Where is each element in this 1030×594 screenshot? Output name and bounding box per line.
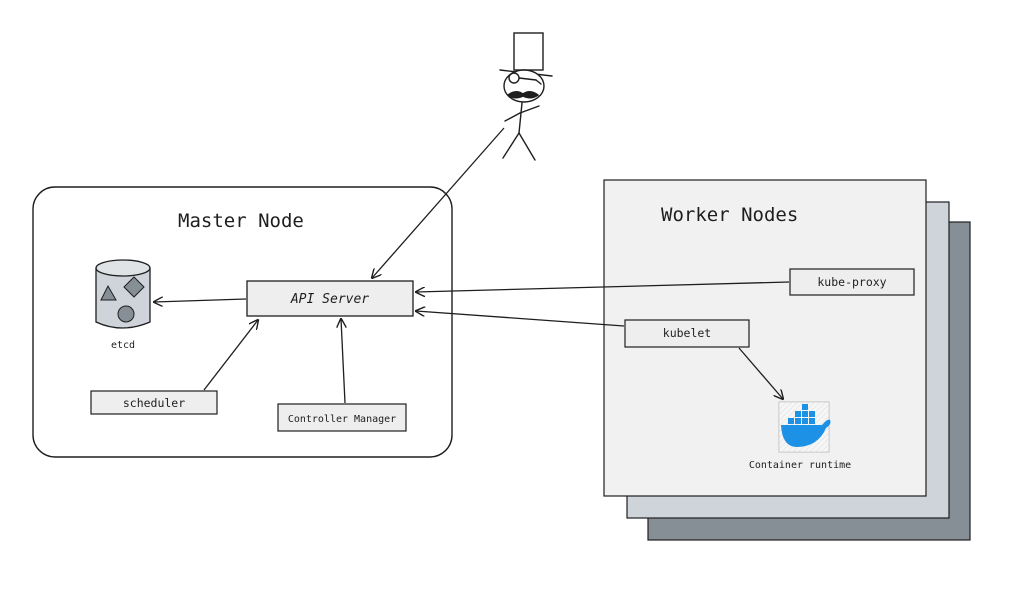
connection-arrows xyxy=(154,127,790,404)
arrow-controller-to-api xyxy=(341,319,345,404)
arrow-api-to-etcd xyxy=(154,299,247,302)
master-node-container xyxy=(32,186,453,458)
database-shapes-icon xyxy=(95,259,151,329)
controller-manager-label: Controller Manager xyxy=(288,414,396,425)
api-server-label: API Server xyxy=(290,292,369,307)
kubelet-label: kubelet xyxy=(663,326,711,340)
arrow-kubelet-to-runtime xyxy=(738,347,783,399)
scheduler-box[interactable]: scheduler xyxy=(90,390,218,415)
controller-manager-box[interactable]: Controller Manager xyxy=(277,403,407,432)
etcd-label: etcd xyxy=(111,340,135,351)
stick-figure-top-hat-icon xyxy=(499,32,553,161)
arrow-scheduler-to-api xyxy=(203,320,258,391)
arrow-kubelet-to-api xyxy=(416,311,625,327)
kubelet-box[interactable]: kubelet xyxy=(624,319,750,348)
arrow-user-to-api xyxy=(372,127,505,278)
docker-whale-icon xyxy=(778,401,831,453)
kube-proxy-label: kube-proxy xyxy=(817,275,886,289)
arrow-kube-proxy-to-api xyxy=(416,281,790,292)
api-server-box[interactable]: API Server xyxy=(246,280,414,317)
worker-nodes-title: Worker Nodes xyxy=(661,204,798,226)
kube-proxy-box[interactable]: kube-proxy xyxy=(789,268,915,296)
container-runtime-label: Container runtime xyxy=(749,460,851,471)
master-node-title: Master Node xyxy=(178,210,304,232)
scheduler-label: scheduler xyxy=(123,396,185,410)
